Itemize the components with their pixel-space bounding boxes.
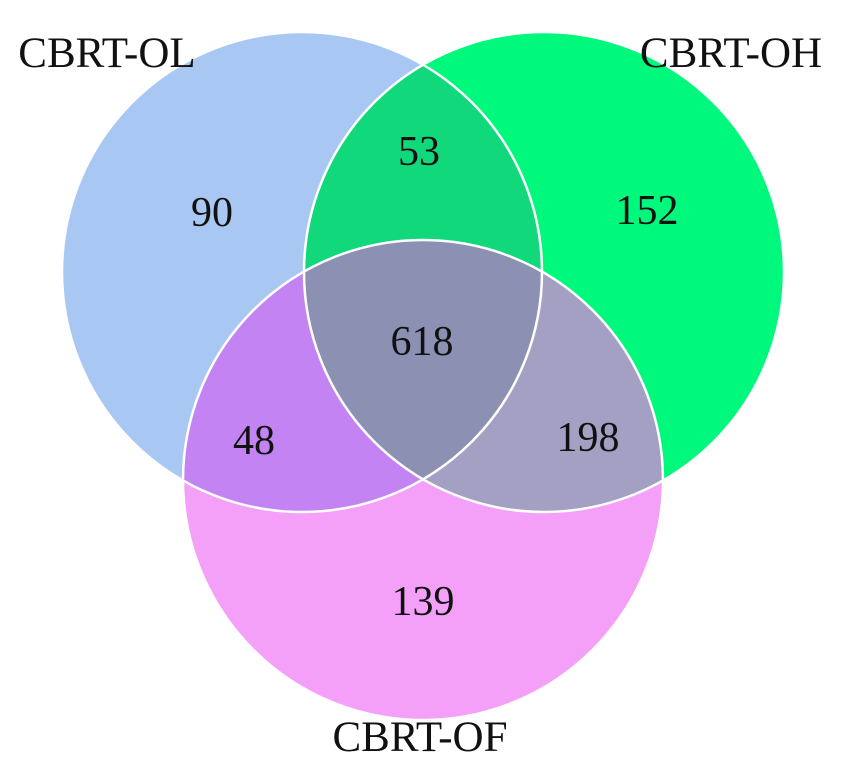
set-label-cbrt-of: CBRT-OF [332,714,507,761]
count-cbrt-ol-only: 90 [191,190,233,236]
count-cbrt-oh-only: 152 [616,188,679,234]
count-ol-oh-of: 618 [391,319,454,365]
count-cbrt-of-only: 139 [392,579,455,625]
count-ol-oh: 53 [398,129,440,175]
venn-outline-cbrt-of [181,238,665,722]
set-label-cbrt-oh: CBRT-OH [640,30,822,77]
set-label-cbrt-ol: CBRT-OL [18,30,195,77]
count-ol-of: 48 [233,418,275,464]
count-oh-of: 198 [557,415,620,461]
